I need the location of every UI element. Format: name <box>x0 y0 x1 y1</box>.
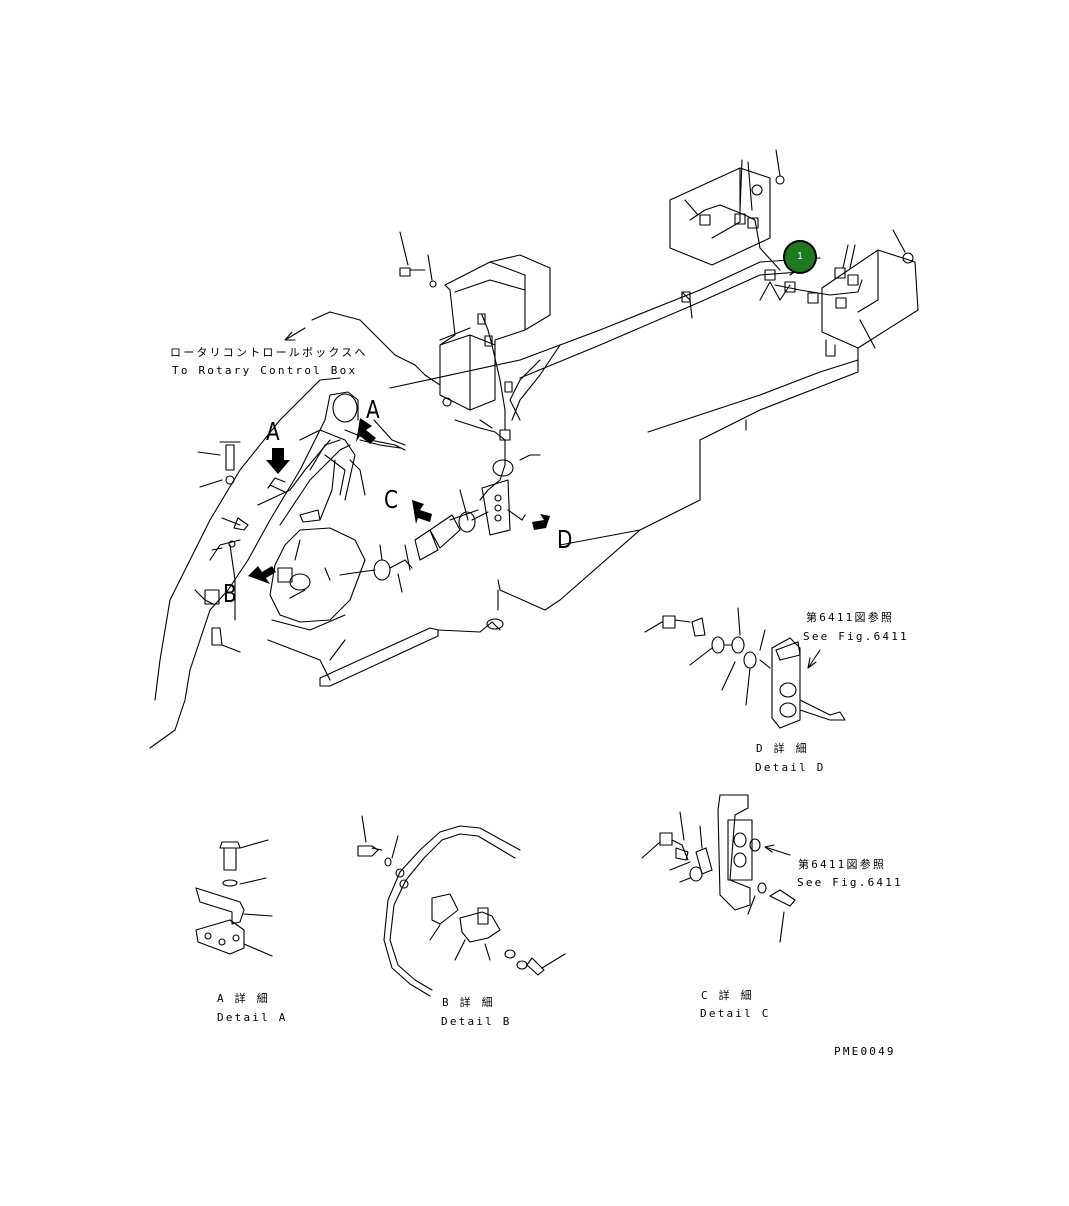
detail-b-drawing <box>357 815 566 997</box>
part-hotspot-1[interactable]: 1 <box>783 240 817 274</box>
callout-b: B <box>223 579 237 608</box>
callout-c: C <box>384 485 398 514</box>
callout-a-right: A <box>366 395 380 424</box>
detail-b-title-en: Detail B <box>441 1015 512 1028</box>
callout-arrows <box>248 327 550 584</box>
rear-boxes <box>669 149 919 357</box>
control-box-left <box>399 231 551 431</box>
see-fig-label-en-2: See Fig.6411 <box>797 876 903 889</box>
see-fig-label-en-1: See Fig.6411 <box>803 630 909 643</box>
boom-assembly <box>149 377 406 749</box>
main-frame <box>267 257 859 687</box>
center-connectors <box>339 479 526 593</box>
detail-d-drawing <box>644 607 846 729</box>
callout-d: D <box>557 525 573 554</box>
detail-c-title-en: Detail C <box>700 1007 771 1020</box>
callout-a-left: A <box>266 417 280 446</box>
see-fig-label-jp-1: 第6411図参照 <box>806 611 895 624</box>
detail-c-drawing <box>641 794 796 943</box>
see-fig-label-jp-2: 第6411図参照 <box>798 858 887 871</box>
rotary-box-label-en: To Rotary Control Box <box>172 364 358 377</box>
detail-b-title-jp: B 詳 細 <box>442 996 495 1009</box>
detail-a-drawing <box>195 839 273 957</box>
part-hotspot-1-number: 1 <box>797 251 803 262</box>
detail-c-title-jp: C 詳 細 <box>701 989 754 1002</box>
detail-a-title-en: Detail A <box>217 1011 288 1024</box>
detail-a-title-jp: A 詳 細 <box>217 992 270 1005</box>
rotary-box-label-jp: ロータリコントロールボックスへ <box>170 346 368 359</box>
harness-main-wire <box>311 311 541 501</box>
detail-d-title-en: Detail D <box>755 761 826 774</box>
drawing-code: PME0049 <box>834 1045 896 1058</box>
detail-d-title-jp: D 詳 細 <box>756 742 809 755</box>
